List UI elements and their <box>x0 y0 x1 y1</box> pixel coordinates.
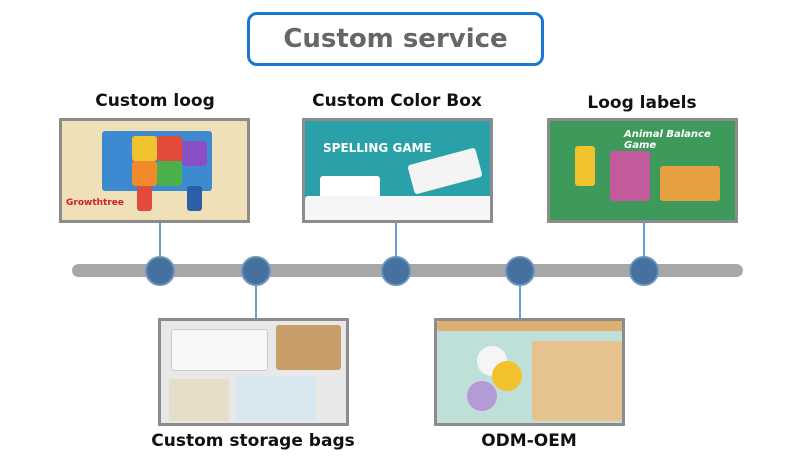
box-text: SPELLING GAME <box>323 141 432 155</box>
connector-line <box>395 222 397 258</box>
connector-line <box>643 222 645 258</box>
label-custom-logo: Custom loog <box>95 91 215 111</box>
image-activity-cube <box>434 318 625 426</box>
label-odm-oem: ODM-OEM <box>481 431 577 451</box>
page-title: Custom service <box>283 24 508 54</box>
title-box: Custom service <box>247 12 544 66</box>
brand-text: Growthtree <box>66 198 124 208</box>
connector-line <box>255 284 257 319</box>
image-animal-balance-game: Animal Balance Game <box>547 118 738 223</box>
timeline-node <box>381 256 411 286</box>
image-elephant-puzzle: Growthtree <box>59 118 250 223</box>
timeline-node <box>241 256 271 286</box>
label-custom-storage-bags: Custom storage bags <box>151 431 355 451</box>
connector-line <box>159 222 161 258</box>
image-storage-bags <box>158 318 349 426</box>
label-text: Animal Balance Game <box>624 129 711 151</box>
label-logo-labels: Loog labels <box>587 93 697 113</box>
label-custom-color-box: Custom Color Box <box>312 91 482 111</box>
image-spelling-game-box: SPELLING GAME <box>302 118 493 223</box>
timeline-node <box>629 256 659 286</box>
timeline-node <box>505 256 535 286</box>
timeline-node <box>145 256 175 286</box>
connector-line <box>519 284 521 319</box>
